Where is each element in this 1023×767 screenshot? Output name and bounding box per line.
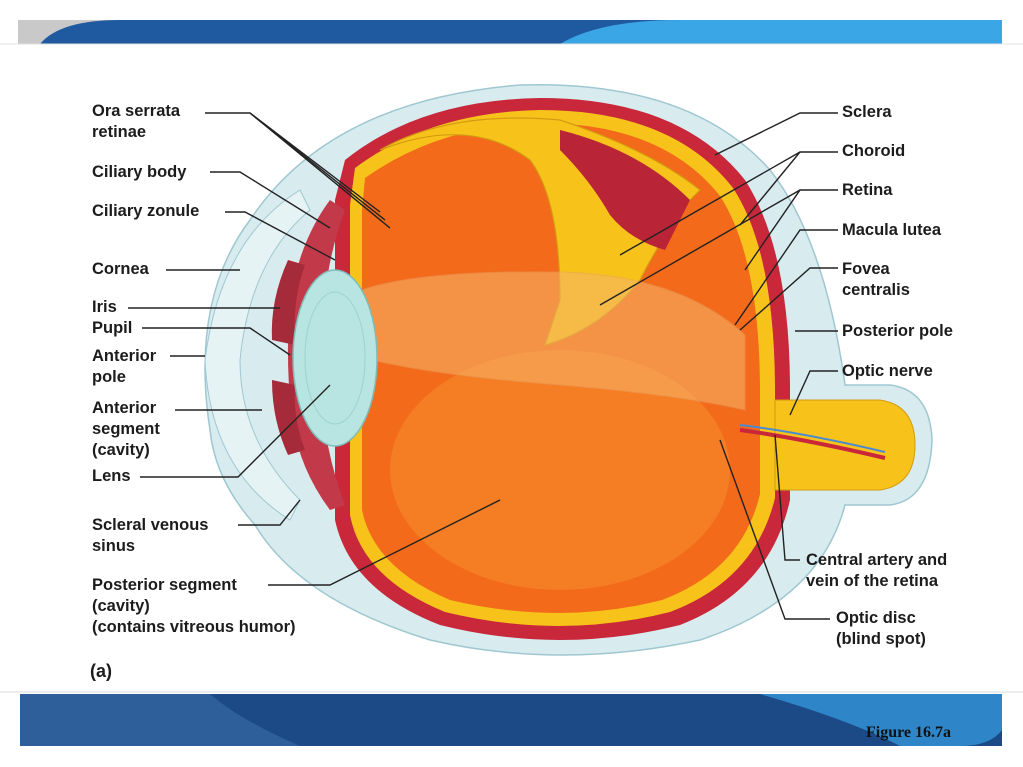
label-anterior-segment: Anterior segment (cavity) [92,399,160,459]
label-anterior-pole: Anterior pole [92,347,157,386]
cornea-shape [204,189,311,521]
label-pupil: Pupil [92,319,133,337]
top-banner [0,0,1023,46]
lens-shape [292,269,378,447]
panel-label: (a) [90,661,112,681]
iris-shape [271,260,305,345]
label-ciliary-zonule: Ciliary zonule [92,202,200,220]
figure-caption: Figure 16.7a [866,724,952,741]
label-scleral-venous-sinus: Scleral venous sinus [92,516,209,555]
optic-vein [739,424,886,453]
bottom-banner [0,691,1023,746]
label-optic-nerve: Optic nerve [842,362,933,380]
label-posterior-segment: Posterior segment (cavity) (contains vit… [92,576,296,636]
label-lens: Lens [92,467,131,485]
label-ciliary-body: Ciliary body [92,163,187,181]
label-sclera: Sclera [842,103,892,121]
iris-lower-shape [272,380,305,455]
optic-vessels [739,428,886,460]
label-cornea: Cornea [92,260,149,278]
section-plane [361,271,746,411]
label-iris: Iris [92,298,117,316]
label-choroid: Choroid [842,142,906,160]
label-posterior-pole: Posterior pole [842,322,953,340]
choroid-flap [560,130,690,250]
optic-nerve-shape [774,399,916,491]
label-optic-disc: Optic disc (blind spot) [836,609,926,648]
label-fovea-centralis: Fovea centralis [842,260,910,299]
label-retina: Retina [842,181,893,199]
vitreous-highlight [390,350,730,590]
lens-inner [304,291,366,425]
label-ora-serrata: Ora serrata retinae [92,102,181,141]
label-macula-lutea: Macula lutea [842,221,942,239]
label-central-artery: Central artery and vein of the retina [806,551,948,590]
